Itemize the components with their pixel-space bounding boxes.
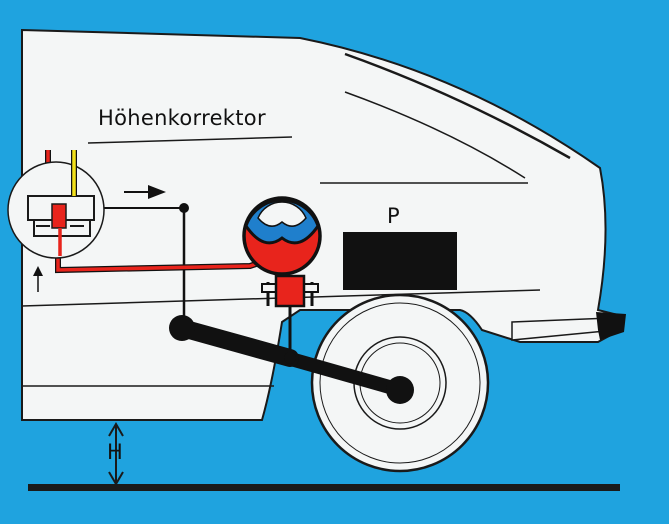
trailing-arm (169, 315, 414, 404)
load-label: P (387, 204, 400, 228)
height-label: H (107, 440, 123, 464)
rear-light (596, 312, 626, 340)
direction-arrow-up-icon (33, 266, 43, 292)
suspension-sphere (242, 196, 322, 308)
corrector-leader-line (87, 136, 293, 144)
window-line (344, 91, 526, 179)
height-dimension-arrow (108, 422, 124, 486)
load-block (343, 232, 457, 290)
ground-line (28, 484, 620, 491)
lever-pivot (179, 203, 189, 213)
roof-line (344, 52, 571, 160)
height-corrector-label: Höhenkorrektor (98, 106, 266, 130)
direction-arrow-right-icon (124, 185, 166, 199)
height-corrector (7, 150, 105, 259)
